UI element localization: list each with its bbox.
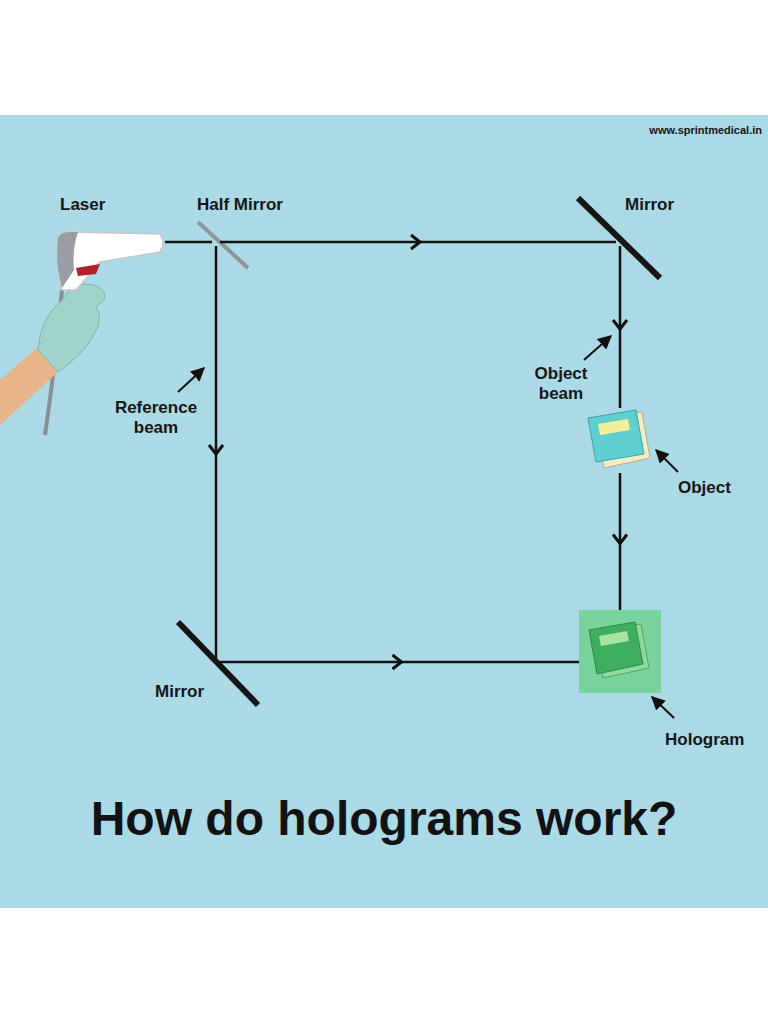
mirror: Mirror: [212, 658, 220, 666]
title: How do holograms work?: [10, 790, 758, 848]
part-label: Object: [678, 478, 731, 498]
laser-stripe: [76, 264, 100, 276]
beam: [613, 246, 627, 408]
beam: [220, 235, 616, 249]
watermark: www.sprintmedical.in: [612, 124, 762, 137]
beam: [209, 246, 223, 658]
arrow-chevron: [209, 445, 223, 454]
arrow-chevron: [411, 235, 420, 249]
object-book: [588, 410, 650, 468]
mirror: Mirror: [616, 238, 624, 246]
beam-label: Reference beam: [105, 398, 207, 438]
half-mirror: Half Mirror: [212, 238, 220, 246]
beam-label: Object beam: [524, 364, 598, 404]
object: Object: [588, 408, 652, 473]
half-mirror-plate: [198, 222, 248, 268]
gloved-hand: [38, 284, 105, 372]
leader-line: [178, 368, 204, 392]
arrow-chevron: [613, 535, 627, 544]
part-label: Laser: [60, 195, 105, 215]
arrow-chevron: [393, 655, 402, 669]
laser-body: [58, 232, 164, 290]
beam-line: [165, 241, 212, 244]
leader-line: [656, 450, 678, 472]
leader-line: [584, 336, 611, 360]
part-label: Mirror: [155, 682, 204, 702]
beam: [220, 655, 579, 669]
leader-line: [652, 697, 674, 718]
hologram: Hologram: [579, 610, 661, 693]
hologram-book: [579, 610, 661, 693]
part-label: Hologram: [665, 730, 744, 750]
laser: Laser: [50, 217, 165, 267]
beam: [613, 473, 627, 610]
arrow-chevron: [613, 320, 627, 329]
part-label: Mirror: [625, 195, 674, 215]
part-label: Half Mirror: [197, 195, 283, 215]
laser-grip: [57, 232, 78, 288]
beam: [165, 242, 212, 243]
